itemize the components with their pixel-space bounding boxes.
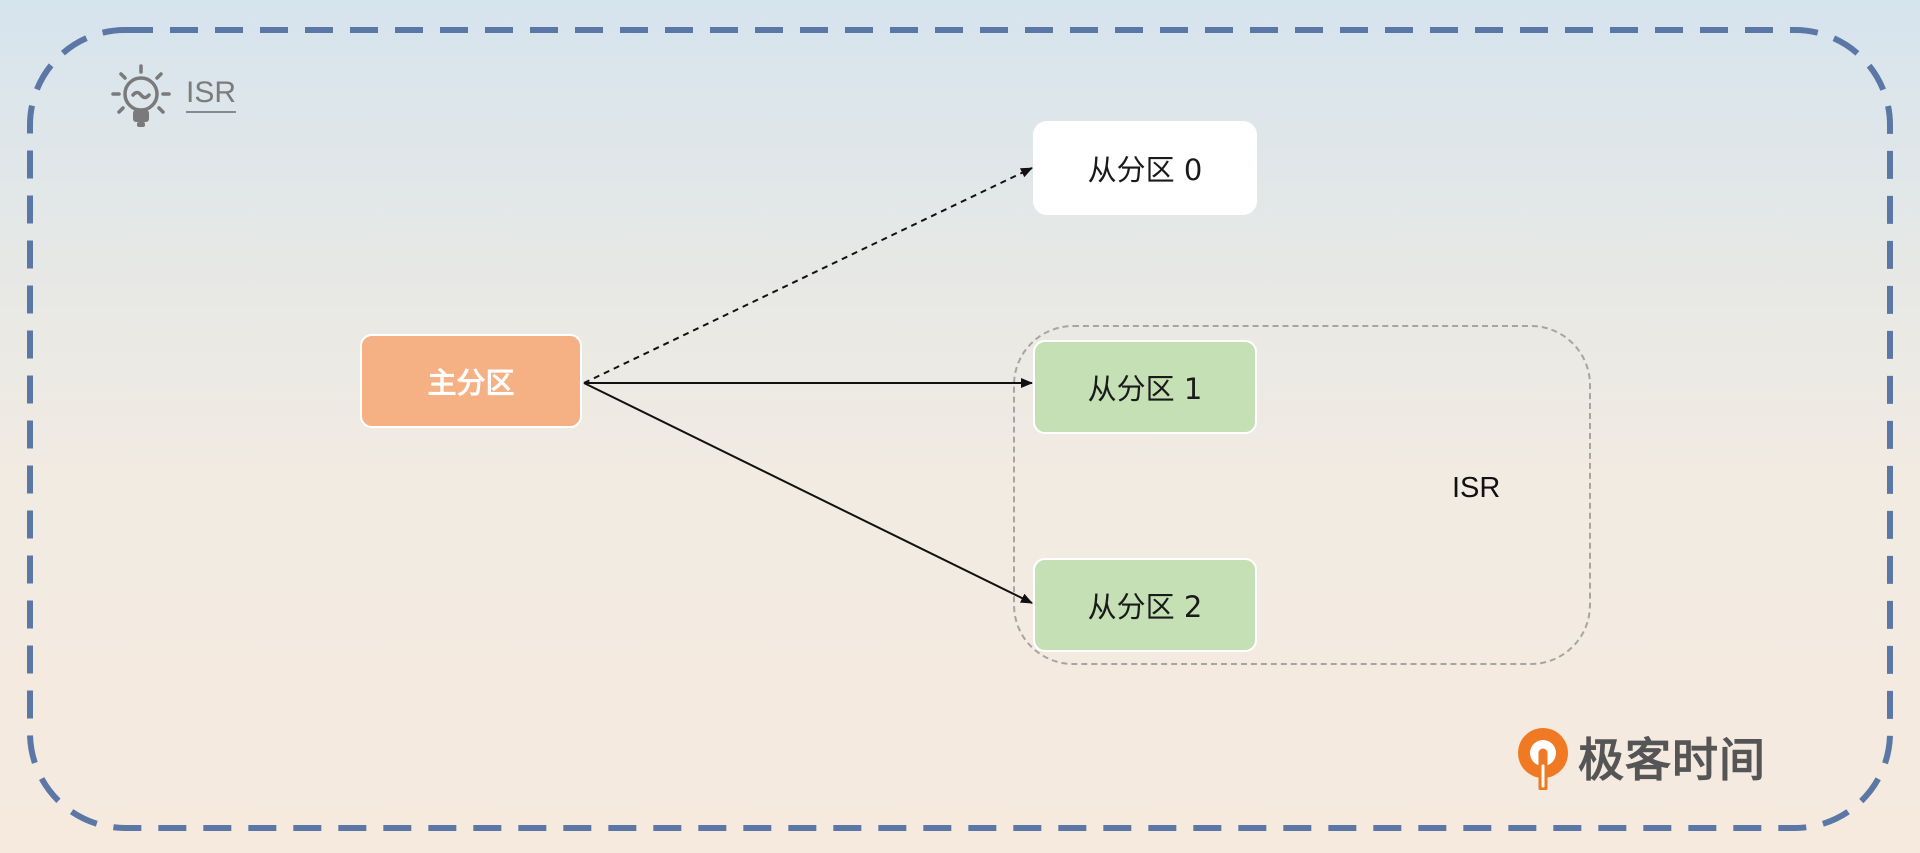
geektime-logo-icon	[1518, 728, 1568, 790]
arrow-to-follower-2	[583, 382, 1033, 604]
isr-group-label: ISR	[1452, 472, 1501, 504]
isr-group-boundary	[1013, 325, 1591, 665]
geektime-logo: 极客时间	[1512, 724, 1766, 790]
follower-partition-2-node: 从分区 2	[1033, 558, 1257, 652]
follower-partition-1-node: 从分区 1	[1033, 340, 1257, 434]
arrow-to-follower-0	[583, 167, 1033, 384]
lightbulb-icon	[111, 64, 171, 127]
master-partition-node: 主分区	[360, 334, 582, 428]
follower-partition-0-node: 从分区 0	[1033, 121, 1257, 215]
header-title: ISR	[186, 76, 237, 113]
diagram-header: ISR	[108, 62, 237, 132]
logo-text: 极客时间	[1578, 733, 1766, 787]
